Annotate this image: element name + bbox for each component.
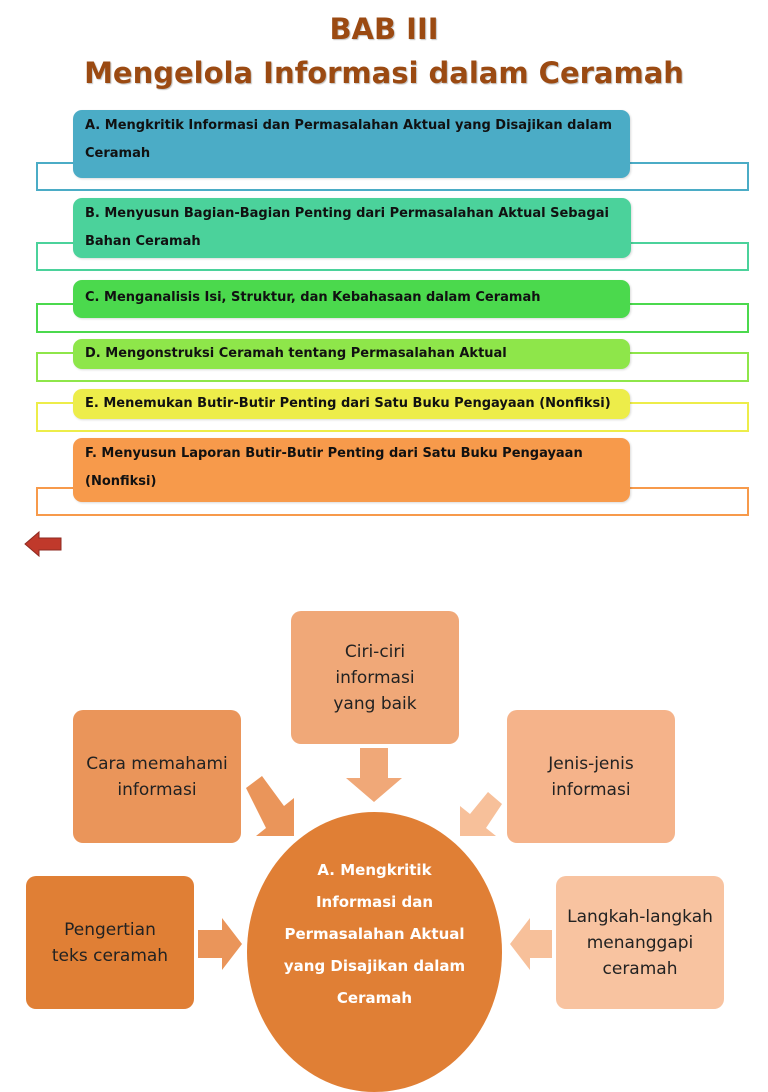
box-top: Ciri-ciri informasi yang baik [291,611,459,744]
center-topic-label: A. Mengkritik Informasi dan Permasalahan… [283,861,466,1007]
menu-item-b[interactable]: B. Menyusun Bagian-Bagian Penting dari P… [73,198,631,258]
menu-item-c[interactable]: C. Menganalisis Isi, Struktur, dan Kebah… [73,280,630,318]
box-lower-right-label: Langkah-langkah menanggapi ceramah [567,906,713,979]
chapter-subtitle: Mengelola Informasi dalam Ceramah [84,56,684,90]
menu-item-e[interactable]: E. Menemukan Butir-Butir Penting dari Sa… [73,389,630,419]
box-lower-left: Pengertian teks ceramah [26,876,194,1009]
menu-item-f[interactable]: F. Menyusun Laporan Butir-Butir Penting … [73,438,630,502]
menu-item-label: B. Menyusun Bagian-Bagian Penting dari P… [85,206,609,249]
box-upper-right: Jenis-jenis informasi [507,710,675,843]
menu-item-label: A. Mengkritik Informasi dan Permasalahan… [85,118,613,161]
chapter-title: BAB III [329,12,439,46]
box-top-label: Ciri-ciri informasi yang baik [333,641,417,714]
menu-item-label: E. Menemukan Butir-Butir Penting dari Sa… [85,396,611,411]
arrow-upper-right [460,792,502,836]
box-upper-left-label: Cara memahami informasi [86,753,228,800]
arrow-lower-left [198,918,242,970]
arrow-top [346,748,402,802]
menu-item-a[interactable]: A. Mengkritik Informasi dan Permasalahan… [73,110,630,178]
arrow-upper-left [246,776,294,836]
diagram-arrows [198,748,552,970]
box-lower-right: Langkah-langkah menanggapi ceramah [556,876,724,1009]
menu-item-label: C. Menganalisis Isi, Struktur, dan Kebah… [85,290,541,305]
back-arrow-icon[interactable] [23,529,63,559]
menu-item-label: D. Mengonstruksi Ceramah tentang Permasa… [85,346,507,361]
arrow-lower-right [510,918,552,970]
box-lower-left-label: Pengertian teks ceramah [51,919,169,966]
menu-item-d[interactable]: D. Mengonstruksi Ceramah tentang Permasa… [73,339,630,369]
menu-item-label: F. Menyusun Laporan Butir-Butir Penting … [85,446,583,489]
box-upper-right-label: Jenis-jenis informasi [548,753,634,800]
center-topic: A. Mengkritik Informasi dan Permasalahan… [247,812,502,1092]
box-upper-left: Cara memahami informasi [73,710,241,843]
